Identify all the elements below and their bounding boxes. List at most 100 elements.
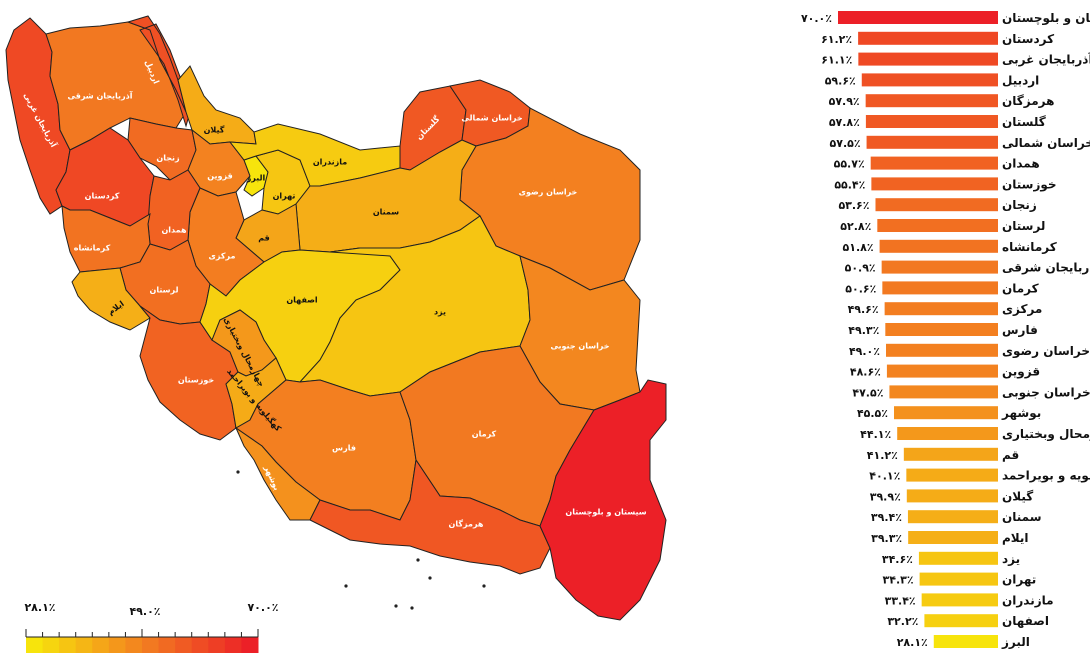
bar-category-label-25: ایلام <box>1002 531 1029 546</box>
bar-29 <box>924 614 998 628</box>
bar-category-label-28: مازندران <box>1002 593 1054 607</box>
bar-25 <box>908 531 998 544</box>
bar-value-label-25: ۳۹.۳٪ <box>871 532 902 545</box>
legend-mid-label: ۴۹.۰٪ <box>129 605 160 618</box>
bar-value-label-12: ۵۰.۹٪ <box>845 262 876 275</box>
province-label-14: قم <box>258 234 270 243</box>
legend-swatch-5 <box>108 637 126 653</box>
province-label-18: لرستان <box>150 286 179 295</box>
bar-value-label-6: ۵۷.۵٪ <box>830 137 861 150</box>
province-label-25: خراسان جنوبی <box>550 342 609 351</box>
bar-category-label-20: چهارمحال وبختیاری <box>1002 427 1090 442</box>
bar-value-label-28: ۳۳.۴٪ <box>885 594 916 607</box>
bar-value-label-24: ۳۹.۴٪ <box>871 511 902 524</box>
bar-series: سیستان و بلوچستان۷۰.۰٪کردستان۶۱.۲٪آذربای… <box>801 11 1090 649</box>
province-label-24: یزد <box>434 308 446 317</box>
bar-18 <box>889 385 998 399</box>
bar-9 <box>875 198 998 212</box>
bar-category-label-7: همدان <box>1002 157 1040 171</box>
bar-23 <box>906 489 998 503</box>
bar-19 <box>894 406 998 420</box>
bar-value-label-17: ۴۸.۶٪ <box>850 366 881 379</box>
bar-value-label-2: ۶۱.۱٪ <box>821 54 852 67</box>
province-label-20: خوزستان <box>178 376 215 385</box>
bar-category-label-29: اصفهان <box>1002 614 1049 628</box>
island-0 <box>236 470 240 474</box>
color-legend: ۲۸.۱٪ ۴۹.۰٪ ۷۰.۰٪ <box>24 601 279 653</box>
bar-value-label-19: ۴۵.۵٪ <box>857 407 888 420</box>
bar-category-label-15: فارس <box>1002 323 1038 337</box>
bar-17 <box>886 364 998 378</box>
islands <box>236 470 486 610</box>
bar-category-label-14: مرکزی <box>1002 302 1042 316</box>
bar-30 <box>933 635 998 648</box>
bar-16 <box>886 343 998 357</box>
bar-22 <box>906 468 998 482</box>
bar-27 <box>919 572 998 586</box>
bar-value-label-23: ۳۹.۹٪ <box>870 490 901 503</box>
bar-value-label-26: ۳۴.۶٪ <box>882 553 913 566</box>
bar-value-label-10: ۵۲.۸٪ <box>840 220 871 233</box>
island-1 <box>344 584 348 588</box>
bar-value-label-16: ۴۹.۰٪ <box>849 345 880 358</box>
bar-value-label-27: ۳۴.۳٪ <box>883 574 914 587</box>
legend-swatch-10 <box>191 637 209 653</box>
legend-swatch-8 <box>158 637 176 653</box>
bar-value-label-29: ۳۲.۲٪ <box>887 615 918 628</box>
province-19 <box>71 267 151 331</box>
bar-value-label-18: ۴۷.۵٪ <box>852 386 883 399</box>
legend-swatch-3 <box>75 637 93 653</box>
bar-value-label-21: ۴۱.۲٪ <box>867 449 898 462</box>
bar-category-label-22: کهگیلویه و بویراحمد <box>1002 469 1090 484</box>
bar-value-label-14: ۴۹.۶٪ <box>848 303 879 316</box>
province-30 <box>539 379 667 621</box>
province-bar-chart: سیستان و بلوچستان۷۰.۰٪کردستان۶۱.۲٪آذربای… <box>801 11 1090 649</box>
legend-ticks <box>25 629 259 638</box>
bar-12 <box>881 260 998 274</box>
province-label-3: گیلان <box>204 125 225 135</box>
bar-category-label-6: خراسان شمالی <box>1002 136 1090 150</box>
legend-max-label: ۷۰.۰٪ <box>247 601 278 614</box>
province-label-5: کردستان <box>85 192 120 201</box>
island-4 <box>428 576 432 580</box>
bar-5 <box>865 115 998 128</box>
bar-2 <box>858 52 998 66</box>
province-label-21: اصفهان <box>286 296 318 305</box>
province-shapes <box>5 15 667 621</box>
bar-13 <box>882 281 998 295</box>
province-label-8: تهران <box>273 192 296 201</box>
bar-category-label-30: البرز <box>1001 635 1030 649</box>
bar-value-label-22: ۴۰.۱٪ <box>869 470 900 483</box>
legend-swatch-4 <box>92 637 110 653</box>
province-label-28: کرمان <box>472 430 497 439</box>
island-3 <box>410 606 414 610</box>
province-label-30: سیستان و بلوچستان <box>565 508 646 517</box>
bar-category-label-10: لرستان <box>1002 219 1045 233</box>
bar-category-label-23: گیلان <box>1002 489 1033 503</box>
bar-value-label-11: ۵۱.۸٪ <box>843 241 874 254</box>
province-label-1: آذربایجان شرقی <box>67 91 132 101</box>
province-label-26: فارس <box>332 444 356 454</box>
bar-value-label-30: ۲۸.۱٪ <box>897 636 928 649</box>
bar-1 <box>858 31 998 45</box>
bar-4 <box>865 94 998 108</box>
bar-3 <box>861 73 998 87</box>
island-5 <box>482 584 486 588</box>
legend-swatch-2 <box>59 637 77 653</box>
legend-swatch-13 <box>241 637 259 653</box>
bar-value-label-5: ۵۷.۸٪ <box>829 116 860 129</box>
province-label-15: مرکزی <box>209 252 236 261</box>
bar-value-label-15: ۴۹.۳٪ <box>848 324 879 337</box>
bar-26 <box>918 551 998 565</box>
bar-value-label-13: ۵۰.۶٪ <box>845 282 876 295</box>
bar-value-label-20: ۴۴.۱٪ <box>860 428 891 441</box>
bar-category-label-19: بوشهر <box>1001 406 1041 421</box>
province-label-9: مازندران <box>313 158 347 167</box>
bar-category-label-0: سیستان و بلوچستان <box>1002 11 1090 26</box>
bar-11 <box>879 239 998 253</box>
bar-category-label-3: اردبیل <box>1002 73 1039 87</box>
province-label-17: کرمانشاه <box>74 244 111 253</box>
bar-20 <box>897 427 998 440</box>
island-6 <box>416 558 420 562</box>
